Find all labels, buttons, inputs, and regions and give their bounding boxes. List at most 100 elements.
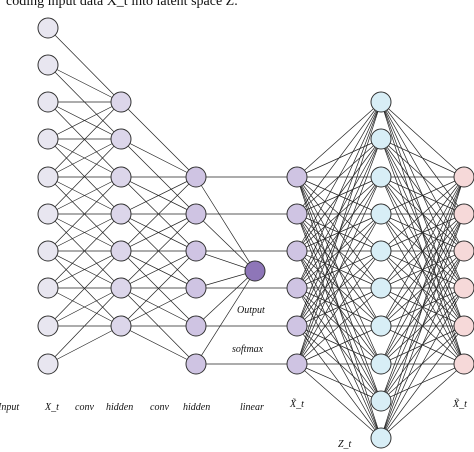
decoder-node <box>453 240 474 262</box>
encoder-node <box>286 277 308 299</box>
encoder-edge <box>296 138 382 365</box>
label-x-tilde-2: X̃_t <box>452 397 467 410</box>
softmax-edge <box>195 176 256 272</box>
hidden2-node <box>185 277 207 299</box>
softmax-edge <box>195 213 256 272</box>
decoder-edge <box>380 176 465 365</box>
hidden1-node <box>110 315 132 337</box>
label-x-t: X_t <box>44 402 59 413</box>
hidden2-node <box>185 240 207 262</box>
conv-edge <box>47 213 122 289</box>
decoder-edge <box>380 176 465 439</box>
conv-edge <box>120 138 197 215</box>
input-node <box>37 277 59 299</box>
latent-node <box>370 128 392 150</box>
label-conv-2: conv <box>150 402 169 413</box>
conv-edge <box>47 250 122 327</box>
input-node <box>37 54 59 76</box>
decoder-edge <box>380 138 465 252</box>
encoder-edge <box>296 213 382 365</box>
softmax-edge <box>195 270 256 365</box>
latent-node <box>370 203 392 225</box>
input-node <box>37 166 59 188</box>
latent-node <box>370 277 392 299</box>
output-node <box>244 260 266 282</box>
latent-node <box>370 240 392 262</box>
encoder-edge <box>296 101 382 289</box>
conv-edge <box>47 287 122 327</box>
encoder-edge <box>296 287 382 439</box>
label-hidden-1: hidden <box>106 402 133 413</box>
label-x-tilde-1: X̃_t <box>289 397 304 410</box>
nodes-layer <box>37 17 474 449</box>
conv-edge <box>47 138 122 215</box>
conv-edge <box>120 287 197 327</box>
conv-edge <box>120 101 197 178</box>
decoder-edge <box>380 363 465 439</box>
conv-edge <box>47 138 122 178</box>
input-node <box>37 17 59 39</box>
decoder-node <box>453 353 474 375</box>
encoder-edge <box>296 363 382 402</box>
conv-edge <box>47 27 122 103</box>
encoder-edge <box>296 363 382 439</box>
conv-edge <box>47 325 122 365</box>
input-node <box>37 353 59 375</box>
hidden1-node <box>110 277 132 299</box>
decoder-node <box>453 166 474 188</box>
decoder-edge <box>380 325 465 439</box>
decoder-edge <box>380 138 465 289</box>
encoder-node <box>286 353 308 375</box>
conv-edge <box>47 176 122 252</box>
conv-edge <box>120 250 197 327</box>
latent-node <box>370 166 392 188</box>
input-node <box>37 128 59 150</box>
latent-node <box>370 315 392 337</box>
hidden2-node <box>185 203 207 225</box>
caption: coding input data X_t into latent space … <box>6 0 238 9</box>
conv-edge <box>120 250 197 289</box>
encoder-edge <box>296 325 382 365</box>
decoder-edge <box>380 176 465 327</box>
conv-edge <box>120 176 197 215</box>
encoder-edge <box>296 287 382 402</box>
latent-node <box>370 427 392 449</box>
encoder-edge <box>296 325 382 402</box>
input-node <box>37 315 59 337</box>
encoder-node <box>286 240 308 262</box>
encoder-edge <box>296 287 382 365</box>
edges-layer <box>47 27 465 439</box>
conv-edge <box>120 138 197 178</box>
encoder-edge <box>296 101 382 365</box>
label-input: Input <box>0 402 19 413</box>
encoder-edge <box>296 101 382 252</box>
conv-edge <box>47 250 122 289</box>
decoder-edge <box>380 176 465 289</box>
hidden2-node <box>185 353 207 375</box>
conv-edge <box>120 325 197 365</box>
conv-edge <box>47 287 122 365</box>
encoder-edge <box>296 250 382 365</box>
label-conv-1: conv <box>75 402 94 413</box>
latent-node <box>370 390 392 412</box>
decoder-edge <box>380 250 465 439</box>
latent-node <box>370 91 392 113</box>
decoder-edge <box>380 176 465 252</box>
encoder-edge <box>296 325 382 439</box>
hidden2-node <box>185 166 207 188</box>
hidden1-node <box>110 203 132 225</box>
conv-edge <box>47 64 122 103</box>
input-node <box>37 203 59 225</box>
hidden1-node <box>110 128 132 150</box>
label-output: Output <box>237 305 265 316</box>
decoder-edge <box>380 176 465 402</box>
encoder-node <box>286 315 308 337</box>
decoder-edge <box>380 176 465 215</box>
encoder-node <box>286 203 308 225</box>
encoder-edge <box>296 101 382 327</box>
latent-node <box>370 353 392 375</box>
encoder-edge <box>296 176 382 365</box>
conv-edge <box>47 176 122 215</box>
label-hidden-2: hidden <box>183 402 210 413</box>
